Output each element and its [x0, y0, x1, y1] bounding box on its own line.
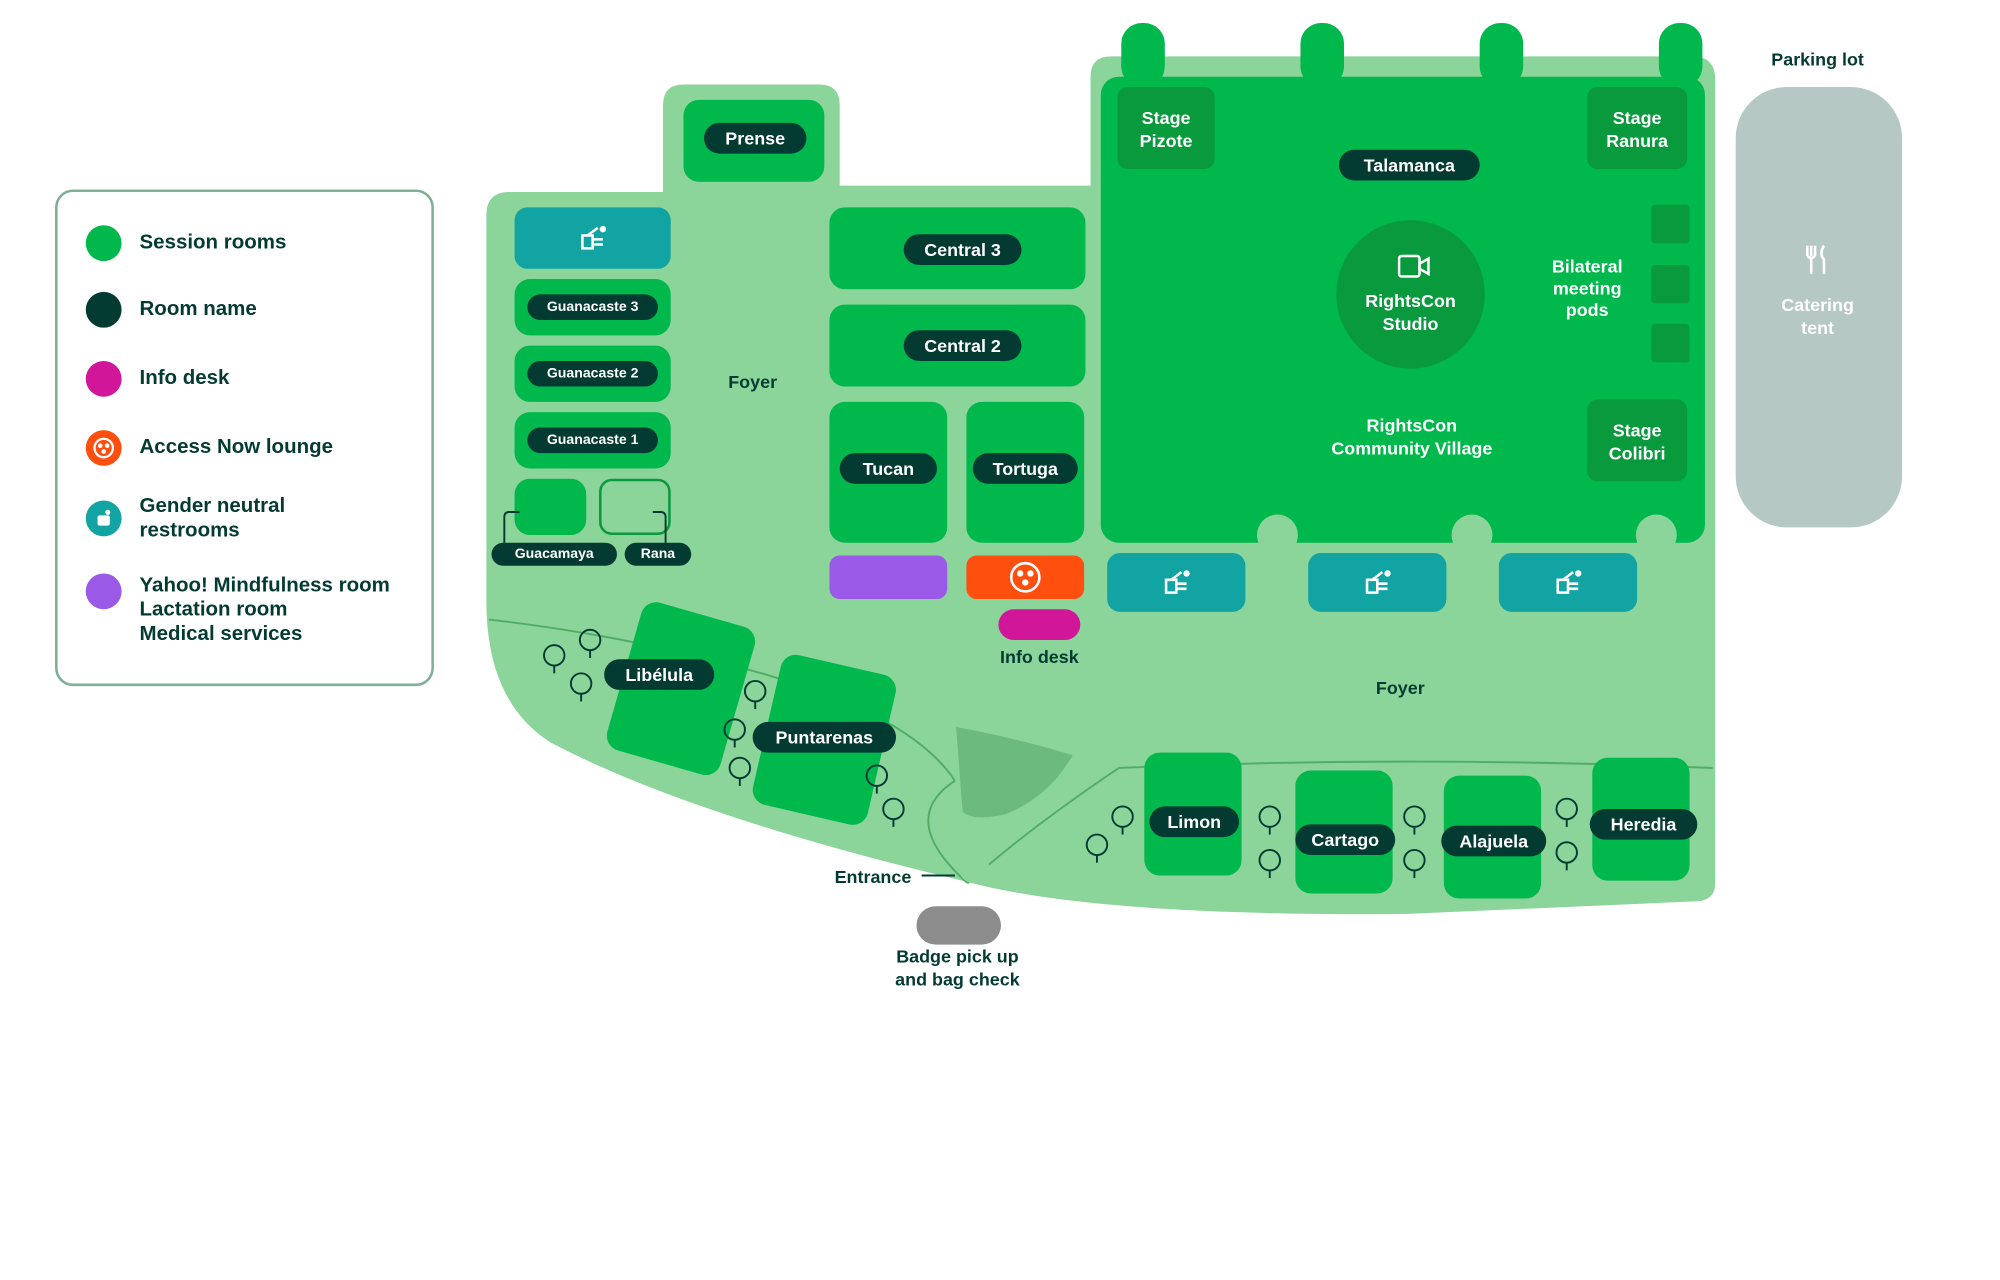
- room-label-talamanca: Talamanca: [1338, 149, 1480, 181]
- info-desk-label: Info desk: [1000, 646, 1079, 667]
- restroom-icon: [85, 500, 122, 537]
- info-desk[interactable]: [998, 609, 1081, 640]
- legend-item-session-rooms: Session rooms: [85, 225, 286, 262]
- room-label-limon: Limon: [1149, 806, 1240, 838]
- session-rooms-dot-icon: [85, 225, 122, 262]
- room-label-guanacaste-2: Guanacaste 2: [527, 360, 658, 387]
- room-connectors: [503, 511, 667, 543]
- access-now-lounge[interactable]: [966, 555, 1085, 600]
- room-label-libelula: Libélula: [604, 659, 715, 690]
- stage-ranura[interactable]: [1587, 87, 1688, 169]
- room-label-central-3: Central 3: [903, 234, 1022, 265]
- room-label-cartago: Cartago: [1295, 824, 1396, 856]
- legend-item-mindfulness: Yahoo! Mindfulness room Lactation room M…: [85, 573, 390, 647]
- restroom-hall-2[interactable]: [1308, 552, 1447, 612]
- stage-pizote[interactable]: [1117, 87, 1215, 169]
- room-label-guanacaste-3: Guanacaste 3: [527, 294, 658, 320]
- room-label-tortuga: Tortuga: [972, 453, 1078, 484]
- restroom-icon: [581, 225, 607, 250]
- meeting-pod-3[interactable]: [1651, 323, 1690, 363]
- room-label-rana: Rana: [624, 542, 692, 566]
- entrance-label: Entrance: [834, 866, 912, 888]
- mindfulness-room[interactable]: [829, 555, 948, 600]
- mindfulness-label: Yahoo! Mindfulness room: [139, 574, 390, 597]
- info-desk-dot-icon: [85, 360, 122, 397]
- lounge-icon: [1009, 561, 1041, 593]
- fork-knife-icon: [1806, 245, 1826, 274]
- tree-icons: [543, 628, 1578, 879]
- room-label-alajuela: Alajuela: [1441, 825, 1547, 857]
- garden-trees: [543, 628, 1578, 879]
- mindfulness-dot-icon: [85, 573, 122, 610]
- restroom-hall-3[interactable]: [1498, 552, 1638, 612]
- stage-colibri[interactable]: [1587, 399, 1688, 482]
- map-legend: Session rooms Room name Info desk Access…: [55, 189, 434, 687]
- room-guacamaya[interactable]: [514, 478, 587, 536]
- legend-item-info-desk: Info desk: [85, 360, 229, 397]
- room-label-guacamaya: Guacamaya: [491, 542, 617, 566]
- restroom-guanacaste[interactable]: [514, 207, 671, 269]
- legend-item-room-name: Room name: [85, 291, 257, 328]
- meeting-pod-2[interactable]: [1651, 264, 1690, 304]
- foyer-bottom-label: Foyer: [1375, 677, 1425, 698]
- medical-label: Medical services: [139, 623, 303, 646]
- parking-lot-label: Parking lot: [1771, 48, 1864, 70]
- legend-item-access-now-lounge: Access Now lounge: [85, 430, 333, 466]
- room-label-tucan: Tucan: [839, 453, 937, 484]
- foyer-left-label: Foyer: [728, 371, 778, 392]
- room-label-guanacaste-1: Guanacaste 1: [527, 427, 658, 454]
- room-label-heredia: Heredia: [1589, 808, 1698, 840]
- room-name-dot-icon: [85, 291, 122, 328]
- lounge-icon: [85, 430, 122, 466]
- legend-item-restrooms: Gender neutral restrooms: [85, 494, 370, 543]
- room-label-puntarenas: Puntarenas: [752, 721, 896, 753]
- restroom-icon: [1556, 570, 1582, 594]
- restroom-icon: [1365, 570, 1391, 594]
- room-rana[interactable]: [599, 478, 671, 536]
- restroom-hall-1[interactable]: [1107, 552, 1246, 612]
- lactation-label: Lactation room: [139, 599, 288, 622]
- restroom-icon: [1164, 570, 1190, 594]
- room-label-central-2: Central 2: [903, 330, 1022, 361]
- room-label-prense: Prense: [704, 122, 807, 154]
- video-camera-icon: [1397, 254, 1430, 278]
- meeting-pod-1[interactable]: [1651, 204, 1690, 244]
